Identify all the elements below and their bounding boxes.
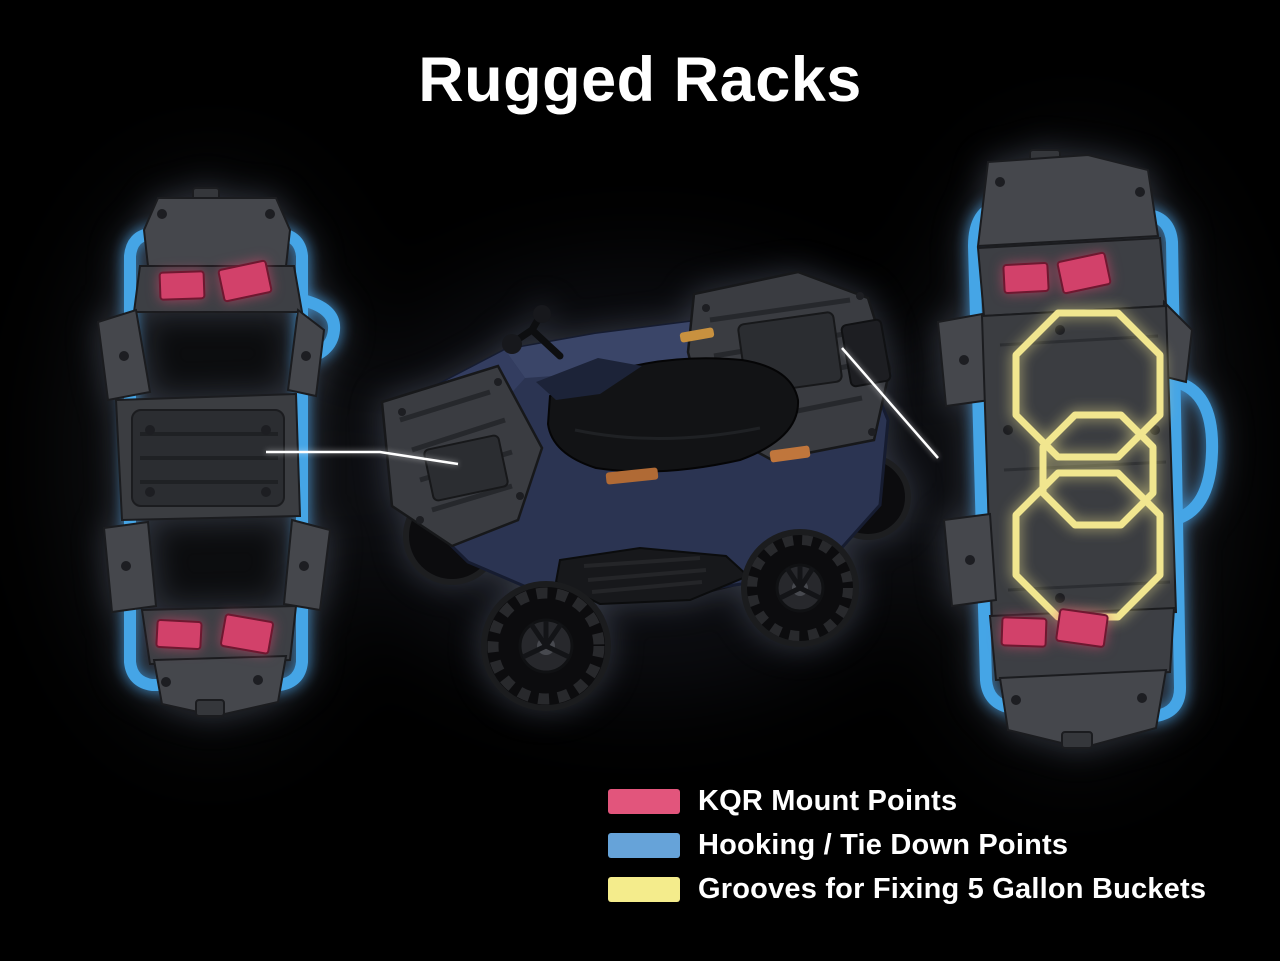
bucket-groove-octagon — [1012, 309, 1164, 461]
atv-handlebars — [502, 305, 564, 360]
front-rack-rivets — [119, 209, 311, 687]
atv-front-rack — [380, 364, 544, 548]
legend-label: Grooves for Fixing 5 Gallon Buckets — [698, 872, 1207, 905]
rear-rack-bucket-grooves — [1012, 309, 1164, 621]
callout-rear-rack — [841, 347, 939, 459]
bucket-groove-octagon — [1039, 411, 1157, 529]
tie-down-handle-loop — [1166, 376, 1219, 526]
kqr-mount-point — [1056, 251, 1112, 295]
tie-down-swatch — [608, 832, 680, 858]
kqr-mount-point — [1055, 608, 1109, 648]
atv-console — [536, 358, 642, 400]
front-rack-body — [96, 187, 332, 718]
kqr-mount-point — [1002, 262, 1050, 294]
rear-rack-rivets — [959, 177, 1160, 705]
front-rack-kqr-mounts — [155, 259, 274, 655]
kqr-mount-point — [220, 613, 274, 655]
atv-rear-left-wheel — [741, 529, 859, 647]
atv-footboard — [554, 546, 750, 606]
kqr-mount-point — [155, 619, 203, 650]
rear-rack-kqr-mounts — [1000, 251, 1112, 648]
bucket-groove-swatch — [608, 876, 680, 902]
atv-decals — [605, 327, 811, 485]
legend-label: KQR Mount Points — [698, 784, 958, 817]
bucket-groove-octagon — [1012, 469, 1164, 621]
legend-item-tie-down-points: Hooking / Tie Down Points — [608, 828, 1206, 861]
rear-rack-diagram — [936, 149, 1219, 750]
atv-front-left-wheel — [481, 581, 611, 711]
callout-front-rack — [266, 450, 459, 466]
kqr-mount-point — [158, 270, 206, 301]
kqr-mount-point — [217, 259, 273, 303]
front-rack-diagram — [96, 187, 341, 718]
kqr-mount-swatch — [608, 788, 680, 814]
callout-lines — [266, 347, 939, 466]
legend-item-kqr-mount-points: KQR Mount Points — [608, 784, 1206, 817]
atv-rear-rack — [686, 270, 892, 462]
page-title: Rugged Racks — [418, 45, 862, 115]
legend: KQR Mount Points Hooking / Tie Down Poin… — [608, 784, 1207, 905]
legend-label: Hooking / Tie Down Points — [698, 828, 1069, 861]
atv-illustration — [380, 270, 911, 711]
rear-rack-body — [936, 149, 1194, 750]
atv-seat-seam — [574, 426, 761, 440]
kqr-mount-point — [1000, 616, 1048, 648]
legend-item-bucket-grooves: Grooves for Fixing 5 Gallon Buckets — [608, 872, 1207, 905]
